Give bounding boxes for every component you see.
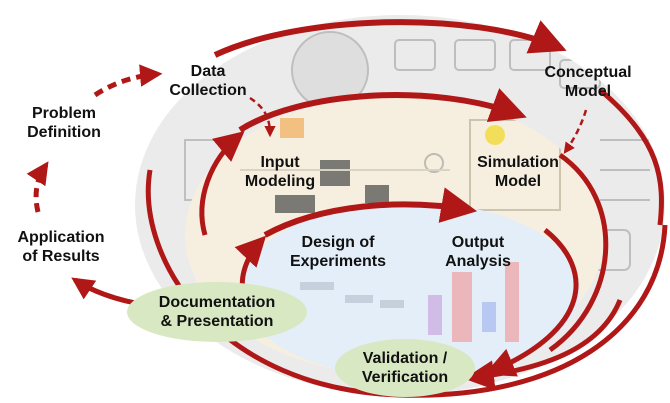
inner-sketch-background: [300, 262, 519, 342]
node-design-of-experiments: Design of Experiments: [289, 234, 387, 270]
node-documentation-presentation: Documentation & Presentation: [127, 282, 307, 342]
node-conceptual-model: Conceptual Model: [544, 64, 632, 100]
node-application-of-results: Application of Results: [17, 229, 105, 265]
arrow-application-to-problem: [26, 161, 49, 213]
node-data-collection: Data Collection: [169, 63, 247, 99]
outer-to-validation-arc: [464, 299, 623, 391]
arrow-conceptual-to-simulation: [563, 109, 588, 154]
middle-cycle-arc-right: [548, 152, 609, 353]
node-simulation-model: Simulation Model: [477, 154, 559, 190]
outer-cycle-arc-right: [598, 88, 664, 226]
node-validation-verification: Validation / Verification: [335, 339, 475, 397]
validation-verification-label: Validation / Verification: [361, 350, 449, 386]
documentation-pill-shape: [127, 282, 307, 342]
arrow-problem-to-data: [93, 64, 163, 98]
inner-cycle-arc-top: [263, 187, 478, 238]
node-input-modeling: Input Modeling: [244, 154, 316, 190]
arrow-data-to-input: [249, 96, 276, 138]
inner-cycle-arc-right: [484, 228, 579, 377]
outer-cycle-arc-top: [213, 19, 567, 58]
middle-cycle-arc-left: [199, 131, 245, 236]
inner-ellipse: [240, 202, 580, 378]
node-problem-definition: Problem Definition: [27, 105, 101, 141]
validation-pill-shape: [335, 339, 475, 397]
documentation-presentation-label: Documentation & Presentation: [158, 294, 276, 330]
node-output-analysis: Output Analysis: [445, 234, 511, 270]
